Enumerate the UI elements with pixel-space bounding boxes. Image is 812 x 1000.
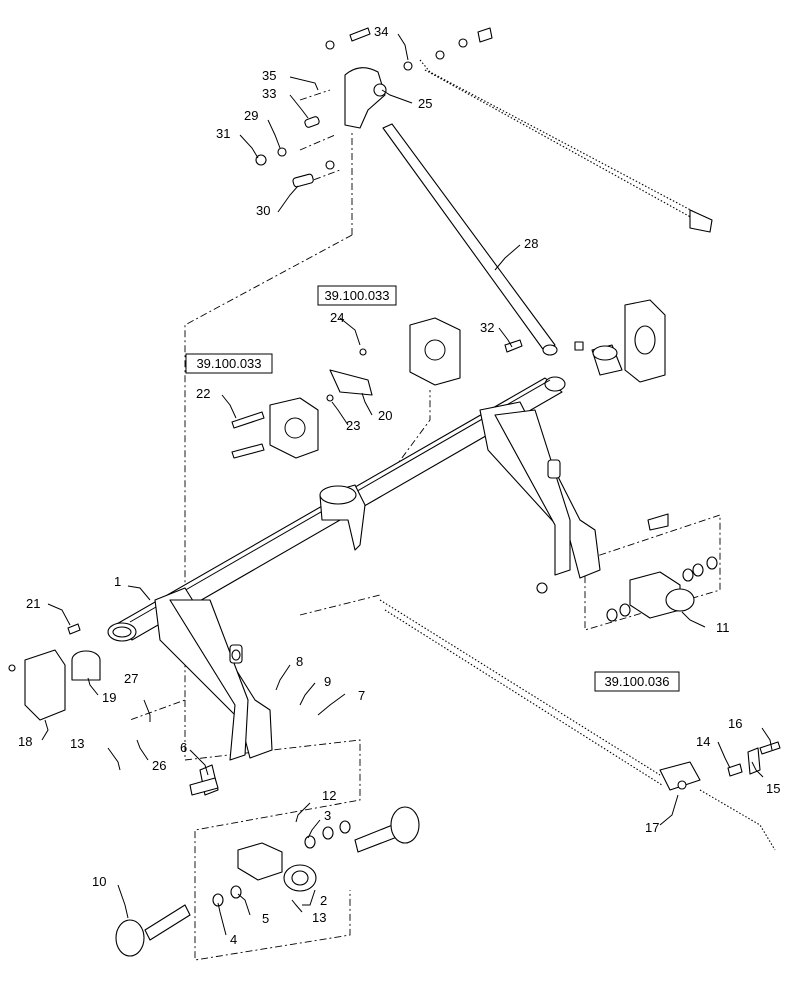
strut: [382, 123, 584, 356]
callout-12: 12: [322, 788, 336, 803]
callout-31: 31: [216, 126, 230, 141]
callout-10: 10: [92, 874, 106, 889]
top-cable: [419, 59, 713, 233]
left-wheel-arm: [154, 587, 273, 761]
callout-18: 18: [18, 734, 32, 749]
callout-15: 15: [766, 781, 780, 796]
callout-25: 25: [418, 96, 432, 111]
assembly-lines: [129, 89, 721, 961]
callout-17: 17: [645, 820, 659, 835]
reference-box-right[interactable]: 39.100.036: [594, 671, 680, 692]
callout-35: 35: [262, 68, 276, 83]
leader-lines: [41, 33, 773, 936]
callout-3: 3: [324, 808, 331, 823]
callout-34: 34: [374, 24, 388, 39]
callout-33: 33: [262, 86, 276, 101]
callout-28: 28: [524, 236, 538, 251]
callout-16: 16: [728, 716, 742, 731]
reference-label: 39.100.036: [604, 674, 669, 689]
callout-20: 20: [378, 408, 392, 423]
callout-7: 7: [358, 688, 365, 703]
callout-13a: 13: [70, 736, 84, 751]
callout-23: 23: [346, 418, 360, 433]
callout-32: 32: [480, 320, 494, 335]
callout-29: 29: [244, 108, 258, 123]
right-end-cap: [591, 299, 666, 383]
left-hub-assembly: [115, 764, 420, 957]
callout-11: 11: [716, 620, 730, 635]
reference-box-top[interactable]: 39.100.033: [317, 285, 397, 306]
callout-1: 1: [114, 574, 121, 589]
callout-24: 24: [330, 310, 344, 325]
callout-14: 14: [696, 734, 710, 749]
middle-cable: [379, 599, 776, 851]
callout-30: 30: [256, 203, 270, 218]
callout-22: 22: [196, 386, 210, 401]
callout-labels: 1 2 3 4 5 6 7 8 9 10 11 12 13 13 14 15 1…: [18, 24, 780, 947]
callout-6: 6: [180, 740, 187, 755]
left-end-cap: [8, 623, 101, 721]
upper-bearing-brackets: [231, 317, 461, 459]
clip-hardware: [677, 741, 781, 790]
callout-27: 27: [124, 671, 138, 686]
callout-2: 2: [320, 893, 327, 908]
callout-21: 21: [26, 596, 40, 611]
main-axle-tube: [107, 376, 566, 642]
reference-box-left[interactable]: 39.100.033: [185, 353, 273, 374]
top-bracket: [255, 27, 493, 188]
reference-label: 39.100.033: [196, 356, 261, 371]
callout-13b: 13: [312, 910, 326, 925]
right-pivot-assembly: [536, 513, 718, 622]
callout-9: 9: [324, 674, 331, 689]
callout-8: 8: [296, 654, 303, 669]
callout-26: 26: [152, 758, 166, 773]
right-wheel-arm: [479, 401, 601, 579]
reference-label: 39.100.033: [324, 288, 389, 303]
callout-5: 5: [262, 911, 269, 926]
callout-19: 19: [102, 690, 116, 705]
callout-4: 4: [230, 932, 237, 947]
